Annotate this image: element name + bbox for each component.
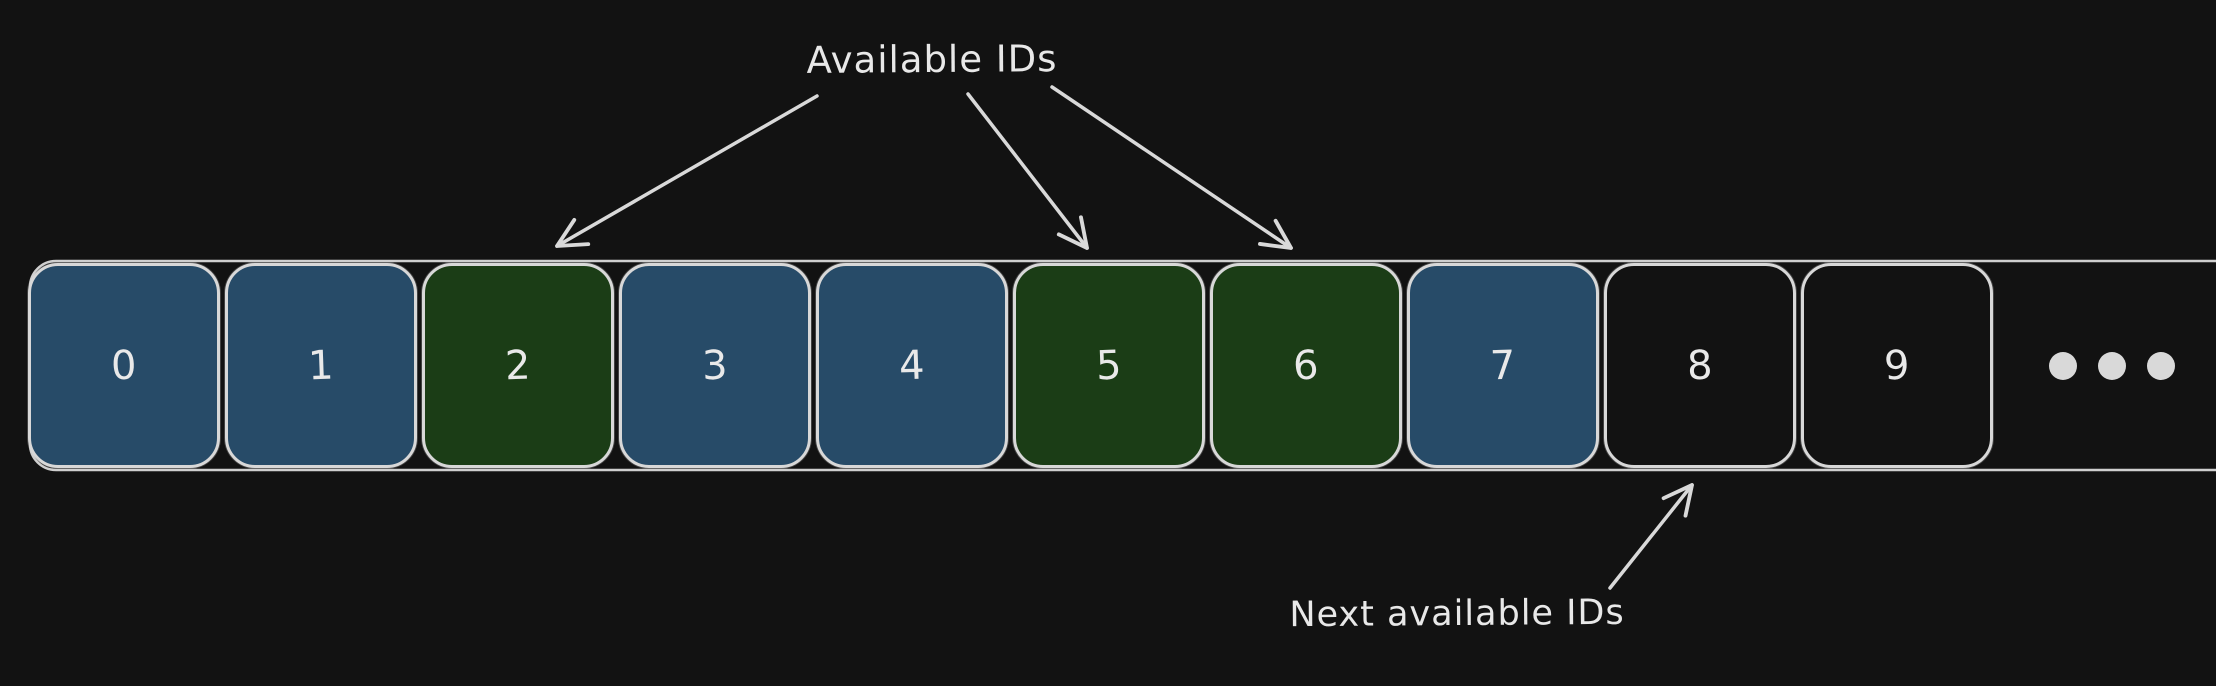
id-cell-6: 6 xyxy=(1210,263,1402,468)
id-cell-number: 0 xyxy=(110,342,138,389)
id-cell-number: 6 xyxy=(1292,342,1320,389)
id-cell-number: 5 xyxy=(1095,342,1123,389)
id-cell-number: 2 xyxy=(504,342,532,389)
id-cell-number: 4 xyxy=(898,342,926,389)
ellipsis-dots xyxy=(2049,352,2175,380)
available-arrow-to-6 xyxy=(1050,85,1293,250)
ellipsis-dot xyxy=(2098,352,2126,380)
id-cell-number: 8 xyxy=(1686,342,1714,389)
id-cell-7: 7 xyxy=(1407,263,1599,468)
next-available-arrow-to-8 xyxy=(1608,483,1694,590)
id-cell-3: 3 xyxy=(619,263,811,468)
id-cell-4: 4 xyxy=(816,263,1008,468)
id-cell-0: 0 xyxy=(28,263,220,468)
available-ids-label: Available IDs xyxy=(806,37,1058,82)
id-cell-number: 1 xyxy=(307,342,335,389)
id-cell-number: 9 xyxy=(1883,342,1911,389)
next-available-ids-label: Next available IDs xyxy=(1289,592,1625,636)
id-cell-8: 8 xyxy=(1604,263,1796,468)
ellipsis-dot xyxy=(2147,352,2175,380)
id-cell-2: 2 xyxy=(422,263,614,468)
available-arrow-to-5 xyxy=(966,92,1089,250)
id-cell-1: 1 xyxy=(225,263,417,468)
id-cell-5: 5 xyxy=(1013,263,1205,468)
available-arrow-to-2 xyxy=(555,94,819,248)
id-cell-9: 9 xyxy=(1801,263,1993,468)
id-cell-number: 3 xyxy=(701,342,729,389)
ellipsis-dot xyxy=(2049,352,2077,380)
id-cell-number: 7 xyxy=(1489,342,1517,389)
